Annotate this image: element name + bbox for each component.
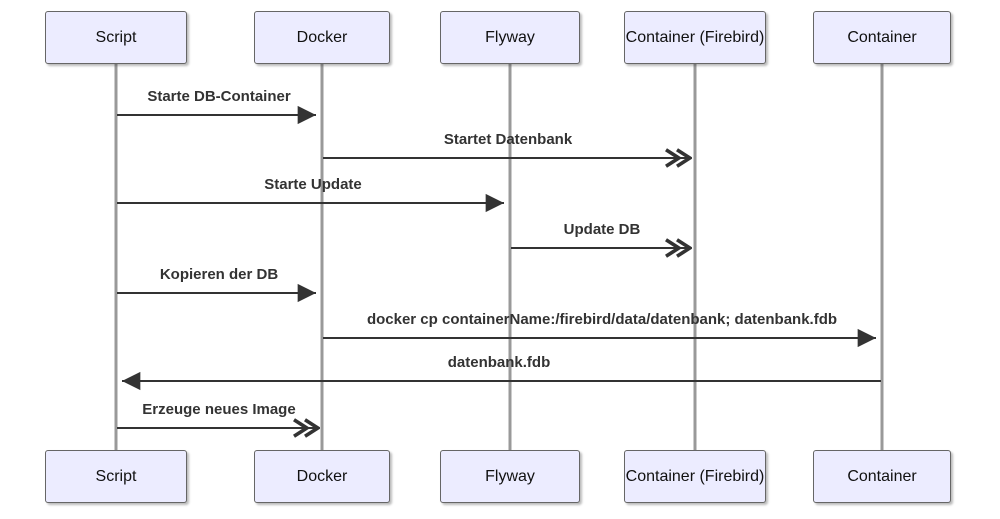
actor-bottom-container-firebird: Container (Firebird) [624,450,766,503]
actor-label: Script [95,28,137,46]
message-label-8: Erzeuge neues Image [142,401,296,418]
message-label-1: Starte DB-Container [147,88,291,105]
actor-label: Container [847,467,917,485]
actor-top-container-firebird: Container (Firebird) [624,11,766,64]
actor-bottom-container: Container [813,450,951,503]
actor-label: Flyway [485,467,535,485]
message-label-4: Update DB [563,221,641,238]
actor-label: Script [95,467,137,485]
actor-bottom-docker: Docker [254,450,390,503]
actor-label: Container (Firebird) [625,28,765,46]
actor-label: Container (Firebird) [625,467,765,485]
actor-top-docker: Docker [254,11,390,64]
actor-bottom-flyway: Flyway [440,450,580,503]
message-label-6: docker cp containerName:/firebird/data/d… [366,311,838,328]
actor-label: Container [847,28,917,46]
message-label-3: Starte Update [264,176,362,193]
actor-top-container: Container [813,11,951,64]
message-label-7: datenbank.fdb [447,354,551,371]
actor-top-flyway: Flyway [440,11,580,64]
actor-label: Docker [296,467,348,485]
actor-label: Flyway [485,28,535,46]
actor-top-script: Script [45,11,187,64]
actor-bottom-script: Script [45,450,187,503]
message-label-2: Startet Datenbank [443,131,573,148]
message-label-5: Kopieren der DB [159,266,279,283]
actor-label: Docker [296,28,348,46]
